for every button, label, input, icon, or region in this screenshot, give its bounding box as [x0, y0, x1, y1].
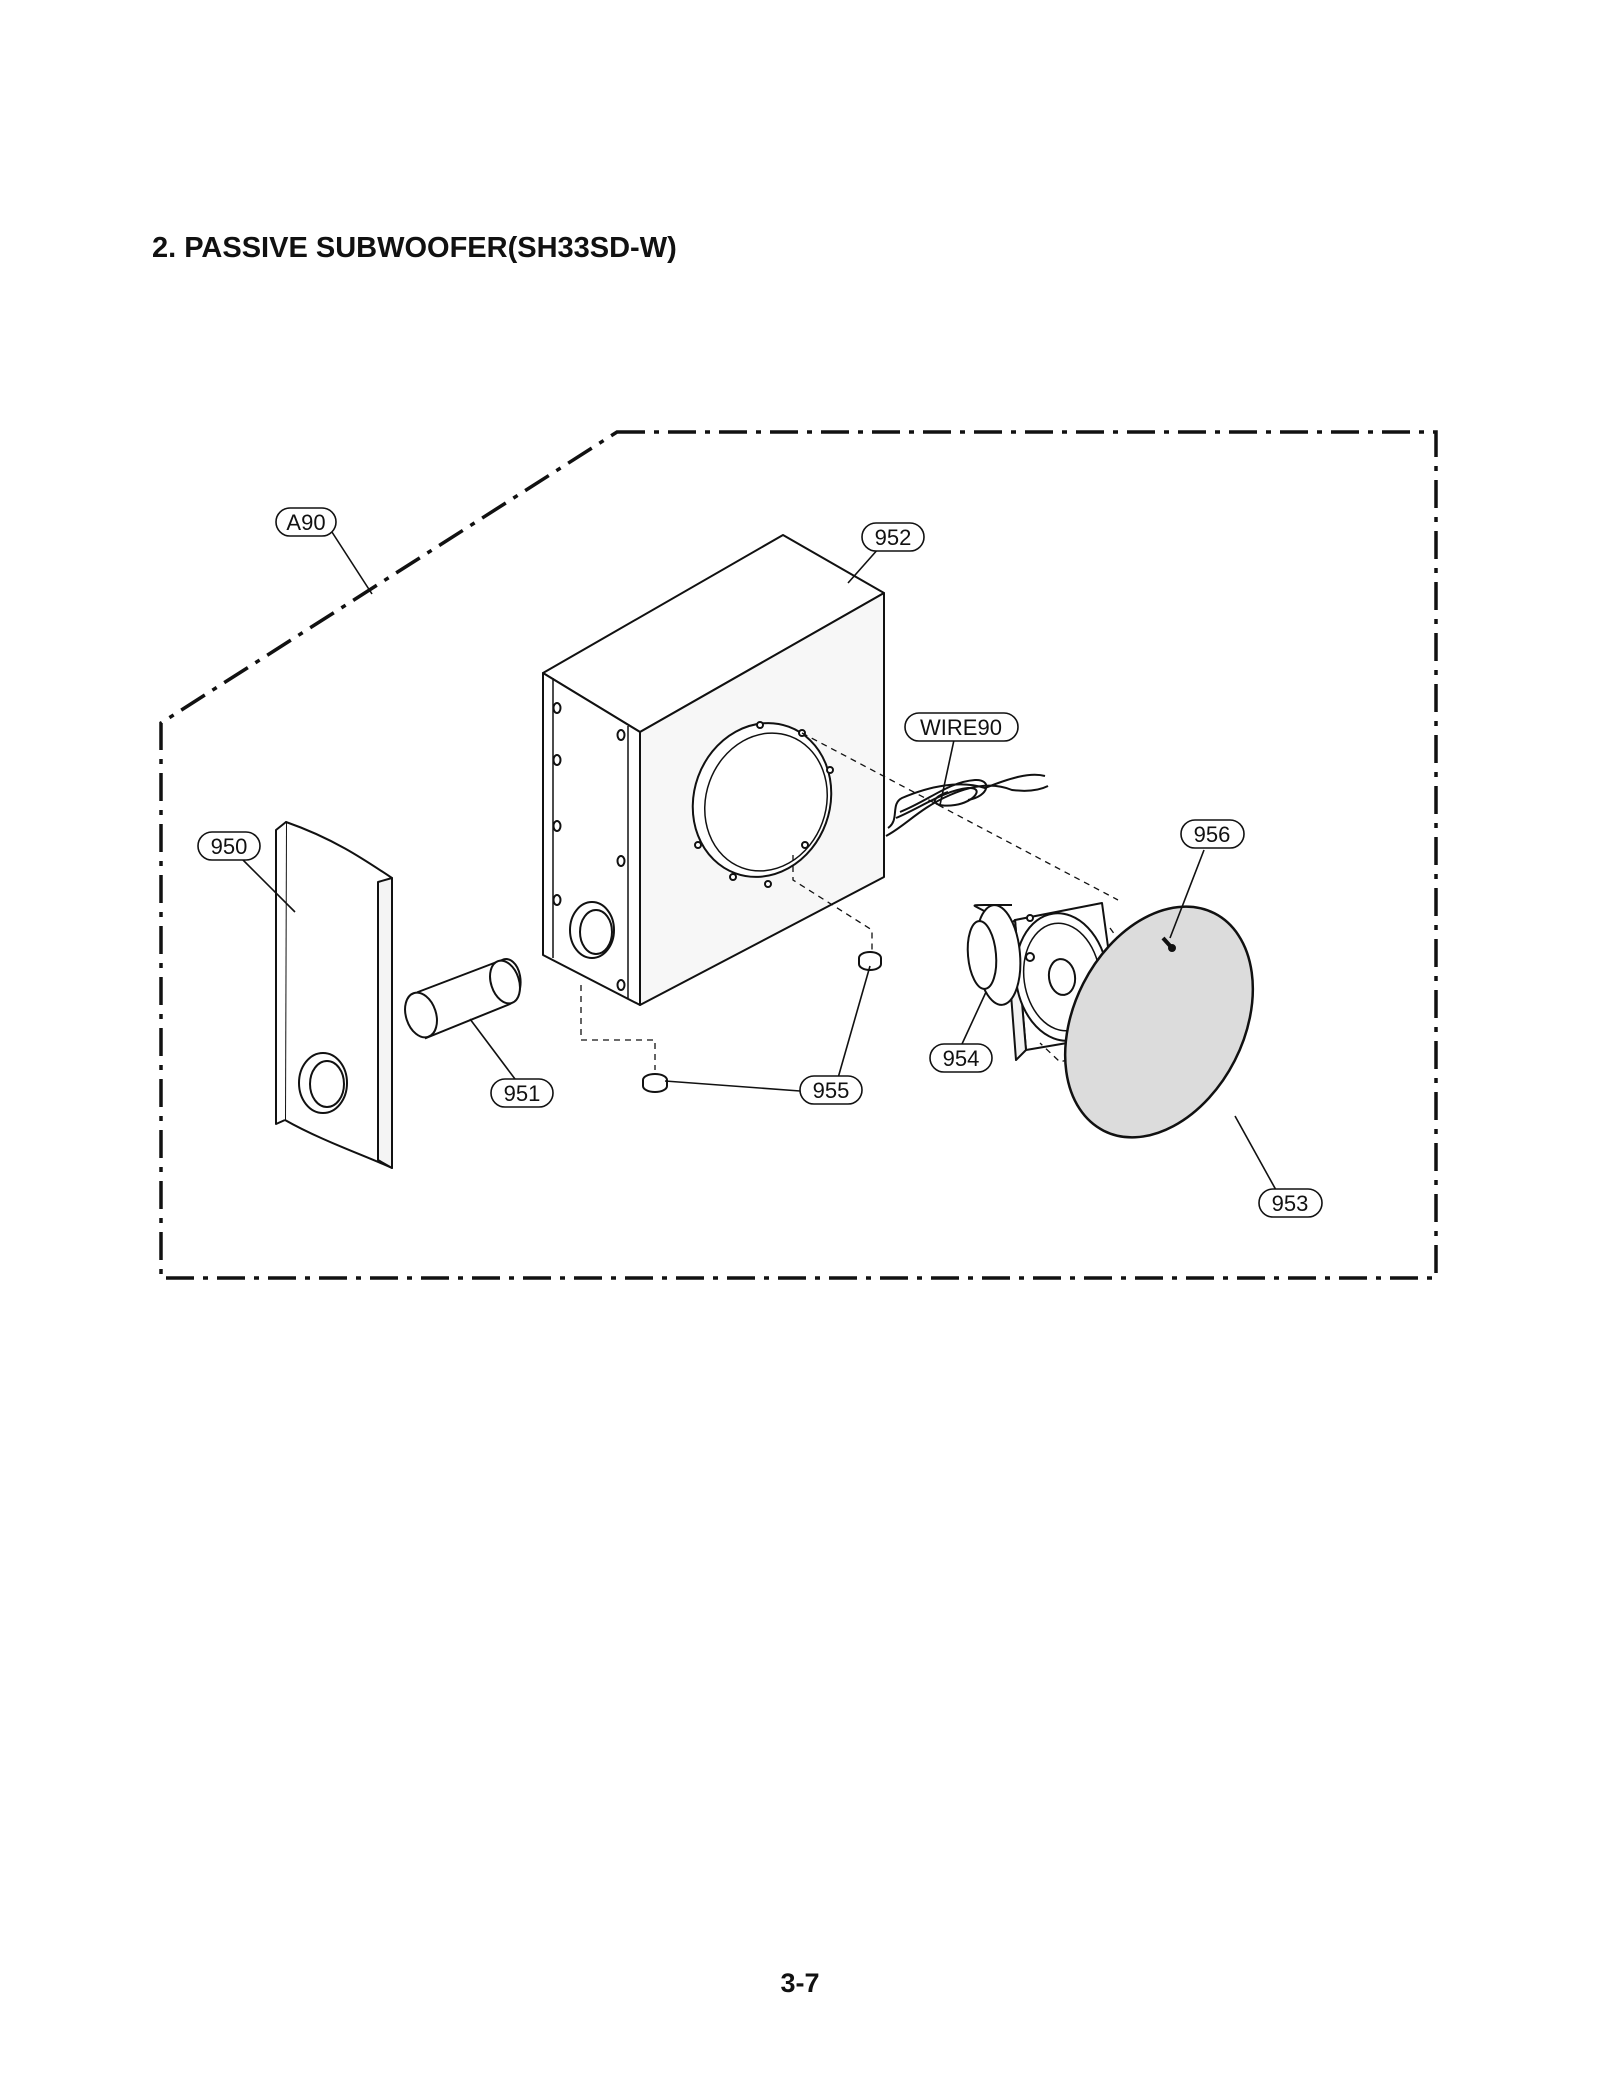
callout-956-bubble — [1180, 819, 1245, 849]
callout-953: 953 — [1258, 1188, 1323, 1218]
wire-bundle-drawing — [885, 773, 1049, 837]
callout-950-bubble — [197, 831, 261, 861]
callout-950: 950 — [197, 831, 261, 861]
section-title: 2. PASSIVE SUBWOOFER(SH33SD-W) — [152, 232, 677, 264]
callout-955: 955 — [799, 1075, 863, 1105]
callout-955-label: 955 — [813, 1078, 850, 1103]
screw-drawing — [1161, 936, 1176, 952]
callout-wire90-bubble — [904, 712, 1019, 742]
cabinet-guide-lines — [580, 732, 1119, 1070]
callout-954: 954 — [929, 1043, 993, 1073]
callout-953-label: 953 — [1272, 1191, 1309, 1216]
callout-954-bubble — [929, 1043, 993, 1073]
cabinet-drawing — [542, 534, 885, 1006]
speaker-cover-drawing — [1063, 905, 1255, 1139]
callout-952-label: 952 — [875, 525, 912, 550]
callout-a90: A90 — [275, 507, 337, 537]
callout-954-label: 954 — [943, 1046, 980, 1071]
leader-lines — [242, 528, 1277, 1191]
front-grille-drawing — [275, 821, 393, 1169]
callout-wire90: WIRE90 — [904, 712, 1019, 742]
callout-955-bubble — [799, 1075, 863, 1105]
callout-953-bubble — [1258, 1188, 1323, 1218]
callout-951: 951 — [490, 1078, 554, 1108]
callout-951-bubble — [490, 1078, 554, 1108]
callout-956: 956 — [1180, 819, 1245, 849]
feet-drawing — [642, 951, 882, 1093]
page-number: 3-7 — [780, 1968, 820, 1998]
callout-951-label: 951 — [504, 1081, 541, 1106]
callout-950-label: 950 — [211, 834, 248, 859]
callout-a90-label: A90 — [286, 510, 325, 535]
callout-a90-bubble — [275, 507, 337, 537]
callout-956-label: 956 — [1194, 822, 1231, 847]
assembly-boundary — [159, 430, 1438, 1280]
callout-wire90-label: WIRE90 — [920, 715, 1002, 740]
callout-952-bubble — [861, 522, 925, 552]
port-tube-drawing — [404, 958, 522, 1040]
callout-952: 952 — [861, 522, 925, 552]
